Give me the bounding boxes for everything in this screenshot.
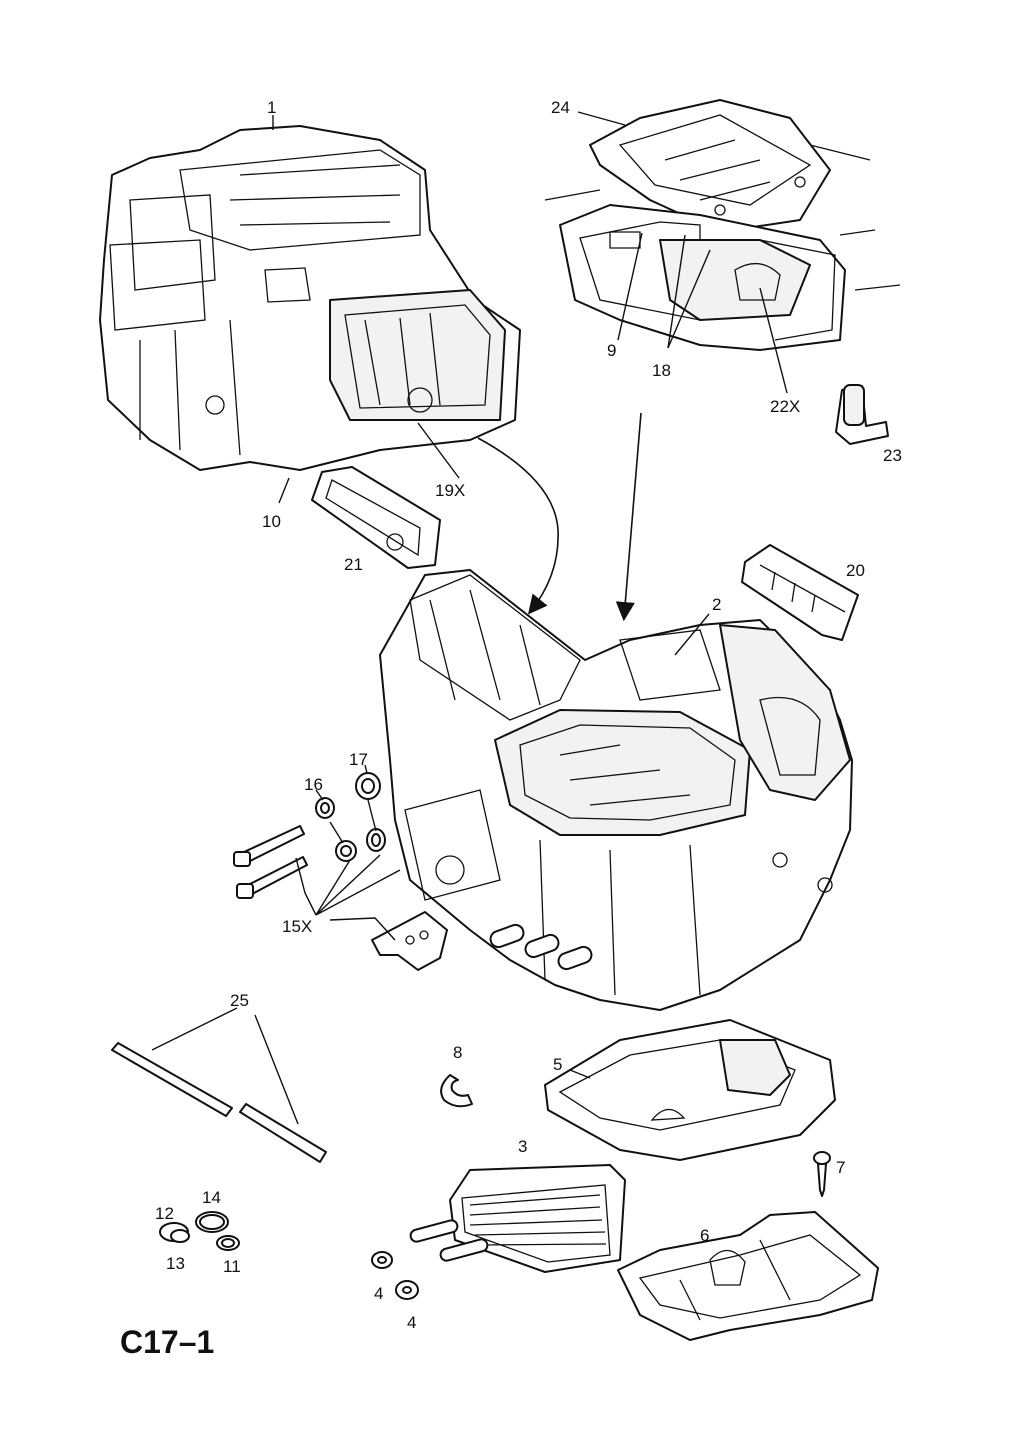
part-6-lower-cover [617, 1211, 879, 1341]
part-3-heater-core [409, 1164, 626, 1273]
part-4-nut-lower [395, 1280, 419, 1300]
part-20-flap [741, 544, 859, 641]
callout-24: 24 [551, 98, 570, 117]
callout-1: 1 [267, 98, 276, 117]
callout-14: 14 [202, 1188, 221, 1207]
part-23-actuator [835, 384, 889, 445]
callout-8: 8 [453, 1043, 462, 1062]
part-4-nut-upper [371, 1251, 393, 1269]
part-11-ring [216, 1235, 240, 1251]
part-15x-bolts [233, 825, 308, 899]
callout-19x: 19X [435, 481, 465, 500]
part-1-heater-housing [99, 125, 521, 471]
callout-6: 6 [700, 1226, 709, 1245]
part-5-lower-duct [544, 1019, 836, 1161]
callout-4-lower: 4 [407, 1313, 416, 1332]
callout-18: 18 [652, 361, 671, 380]
part-upper-housing-lower [544, 144, 901, 351]
callout-22x: 22X [770, 397, 800, 416]
callout-13: 13 [166, 1254, 185, 1273]
callout-2: 2 [712, 595, 721, 614]
part-14-ring [195, 1211, 229, 1233]
part-12-13-rings [159, 1222, 190, 1243]
callout-17: 17 [349, 750, 368, 769]
part-24-housing-cover [589, 99, 831, 233]
callout-9: 9 [607, 341, 616, 360]
callout-11: 11 [223, 1257, 241, 1276]
part-15x-bracket [371, 911, 448, 971]
diagram-code: C17–1 [120, 1324, 214, 1360]
assembly-arrows [477, 412, 642, 622]
part-2-main-assembly [379, 569, 853, 1011]
washer-small-lower [335, 828, 386, 862]
callout-3: 3 [518, 1137, 527, 1156]
callout-4-upper: 4 [374, 1284, 383, 1303]
callout-15x: 15X [282, 917, 312, 936]
callout-12: 12 [155, 1204, 174, 1223]
callout-10: 10 [262, 512, 281, 531]
callout-5: 5 [553, 1055, 562, 1074]
part-25-seal-strips [111, 1042, 327, 1163]
callout-21: 21 [344, 555, 363, 574]
leader-lines [151, 111, 788, 1125]
part-8-clip [440, 1074, 473, 1108]
callout-16: 16 [304, 775, 323, 794]
part-16-washer [315, 797, 335, 819]
callout-20: 20 [846, 561, 865, 580]
callout-labels: 1 24 9 18 22X 23 19X 10 21 20 2 17 16 15… [155, 98, 902, 1332]
part-17-washer [355, 772, 381, 800]
callout-25: 25 [230, 991, 249, 1010]
part-21-filter-frame [311, 466, 441, 569]
callout-23: 23 [883, 446, 902, 465]
callout-7: 7 [836, 1158, 845, 1177]
part-7-screw [813, 1151, 831, 1197]
